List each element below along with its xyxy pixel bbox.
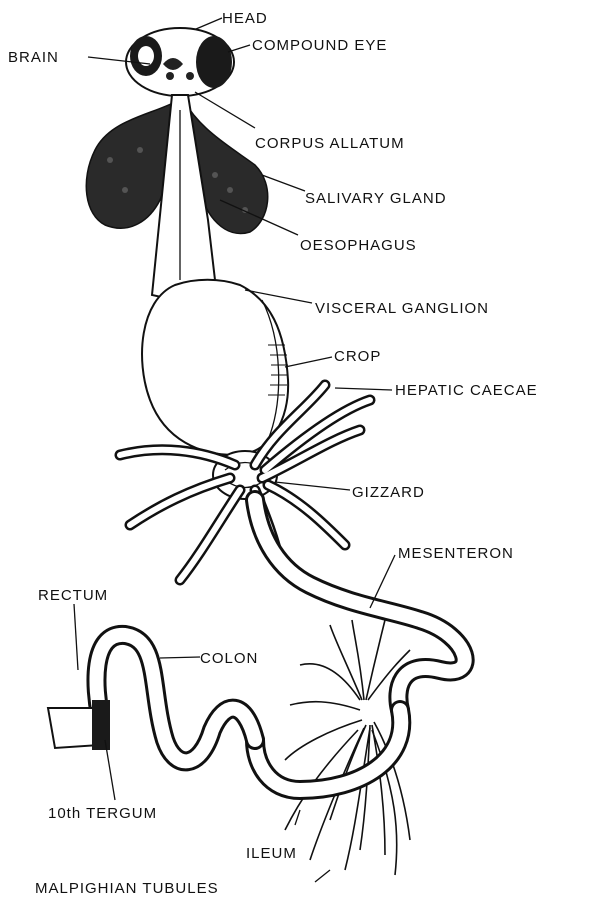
label-brain: BRAIN bbox=[8, 49, 59, 66]
tenth-tergum bbox=[92, 700, 110, 750]
label-crop: CROP bbox=[334, 348, 381, 365]
label-oesophagus: OESOPHAGUS bbox=[300, 237, 417, 254]
head bbox=[126, 28, 234, 96]
crop bbox=[142, 280, 288, 455]
label-hepatic-caecae: HEPATIC CAECAE bbox=[395, 382, 538, 399]
label-head: HEAD bbox=[222, 10, 268, 27]
label-visceral-ganglion: VISCERAL GANGLION bbox=[315, 300, 489, 317]
label-salivary-gland: SALIVARY GLAND bbox=[305, 190, 447, 207]
label-tenth-tergum: 10th TERGUM bbox=[48, 805, 157, 822]
label-colon: COLON bbox=[200, 650, 258, 667]
label-compound-eye: COMPOUND EYE bbox=[252, 37, 387, 54]
label-gizzard: GIZZARD bbox=[352, 484, 425, 501]
label-malpighian-tubules: MALPIGHIAN TUBULES bbox=[35, 880, 219, 897]
label-ileum: ILEUM bbox=[246, 845, 297, 862]
label-rectum: RECTUM bbox=[38, 587, 108, 604]
label-corpus-allatum: CORPUS ALLATUM bbox=[255, 135, 405, 152]
label-mesenteron: MESENTERON bbox=[398, 545, 514, 562]
compound-eye-right bbox=[196, 36, 232, 88]
